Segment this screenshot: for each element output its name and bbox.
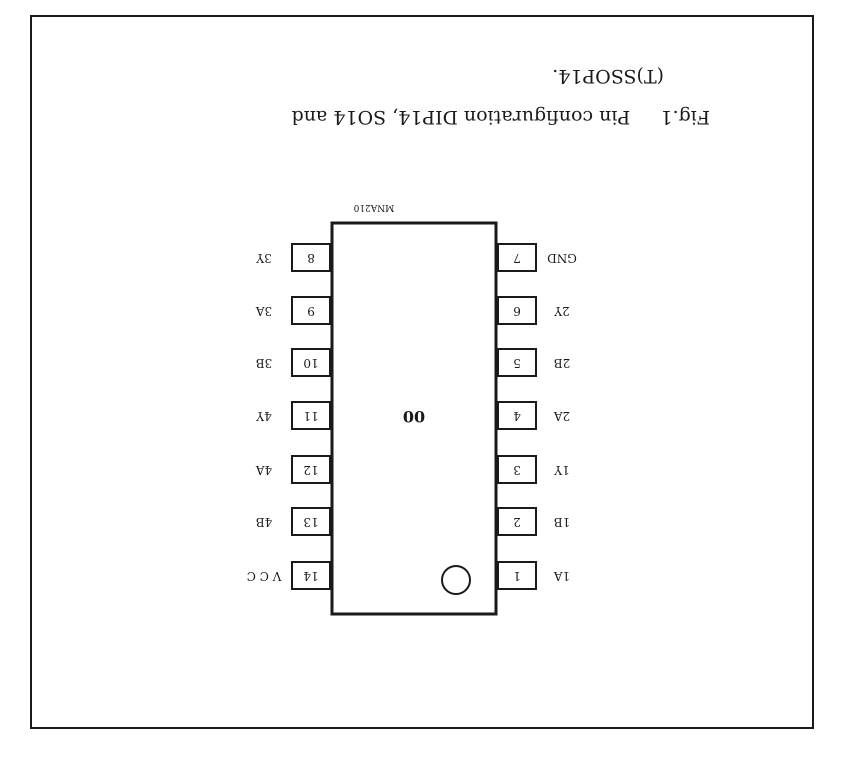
ic-body [330,221,498,616]
pin-3-number: 3 [513,463,521,477]
pin-5-number: 5 [513,356,521,370]
pin-2-name: 1B [554,515,571,529]
pin-5: 5 2B [497,348,571,377]
pin-11-number: 11 [303,409,318,423]
pin-7: 7 GND [497,243,577,272]
pin-8-name: 3Y [255,251,272,265]
figure-caption-line1: Fig.1 Pin configuration DIP14, SO14 and [292,106,710,128]
package-code-label: MNA210 [353,202,394,212]
pin-2: 2 1B [497,507,571,536]
pin-9-number: 9 [307,304,315,318]
pin-1-number: 1 [513,569,521,583]
pin-14: 14 V C C [247,561,331,590]
pin-10-number: 10 [303,356,318,370]
pin-8-number: 8 [307,251,315,265]
pin-10-name: 3B [256,356,273,370]
pin-1: 1 1A [497,561,571,590]
pin-6-name: 2Y [553,304,570,318]
pin-13-box [291,507,331,536]
pin-7-box [497,243,537,272]
pin-14-box [291,561,331,590]
pin-7-number: 7 [513,251,521,265]
pin-4-number: 4 [513,409,521,423]
pin-6-number: 6 [513,304,521,318]
pin-1-name: 1A [554,569,571,583]
pin-8: 8 3Y [255,243,331,272]
pin-8-box [291,243,331,272]
pin-10: 10 3B [256,348,331,377]
pin-6-box [497,296,537,325]
pin-13: 13 4B [256,507,331,536]
chip-label: 00 [403,407,425,426]
pins-group: 1 1A 2 1B 3 1Y 4 2A 5 2B 6 2Y 7 GND 8 3Y 9 3A 10 3B 11 4Y 12 4A… [247,243,577,590]
pin-12-box [291,455,331,484]
pin-13-number: 13 [303,515,318,529]
pin-11-name: 4Y [255,409,272,423]
pin-7-name: GND [547,251,577,265]
pin-2-box [497,507,537,536]
pin-13-name: 4B [256,515,273,529]
pin-10-box [291,348,331,377]
pin-1-box [497,561,537,590]
pin-5-box [497,348,537,377]
pin-2-number: 2 [513,515,521,529]
pin-3: 3 1Y [497,455,570,484]
pin-9-box [291,296,331,325]
pin-12-number: 12 [303,463,318,477]
pin-5-name: 2B [554,356,571,370]
pin-14-name: V C C [247,569,283,583]
pin-6: 6 2Y [497,296,570,325]
pin-3-box [497,455,537,484]
pin-4: 4 2A [497,401,571,430]
pin-11: 11 4Y [255,401,331,430]
pin-3-name: 1Y [553,463,570,477]
pin-11-box [291,401,331,430]
pin-9-name: 3A [256,304,273,318]
pin-12: 12 4A [256,455,331,484]
figure-caption-line2: (T)SSOP14. [552,65,664,87]
pin-9: 9 3A [256,296,331,325]
pin1-indicator-circle [441,565,471,595]
pin-12-name: 4A [256,463,273,477]
pin-14-number: 14 [303,569,319,583]
figure-frame [30,15,814,729]
pin-4-name: 2A [554,409,571,423]
pin-4-box [497,401,537,430]
